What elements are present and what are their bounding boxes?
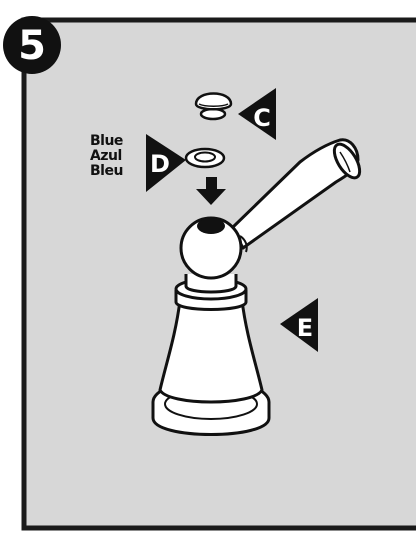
- washer-color-label-french: Bleu: [90, 163, 123, 179]
- faucet-handle: [151, 138, 362, 436]
- decorative-cap: [194, 92, 233, 121]
- color-coded-washer: [184, 147, 226, 169]
- washer-color-label-english: Blue: [90, 133, 123, 149]
- down-arrow-icon: [196, 177, 226, 205]
- callout-e-pointer: E: [280, 298, 318, 352]
- callout-d-pointer: D: [146, 134, 186, 192]
- callout-c-label: C: [253, 104, 271, 132]
- callout-e-label: E: [297, 314, 313, 342]
- step-number-badge: 5: [3, 16, 61, 74]
- callout-c-pointer: C: [238, 88, 276, 140]
- step-number: 5: [18, 23, 46, 69]
- washer-color-label-spanish: Azul: [90, 148, 122, 164]
- callout-d-label: D: [150, 150, 170, 178]
